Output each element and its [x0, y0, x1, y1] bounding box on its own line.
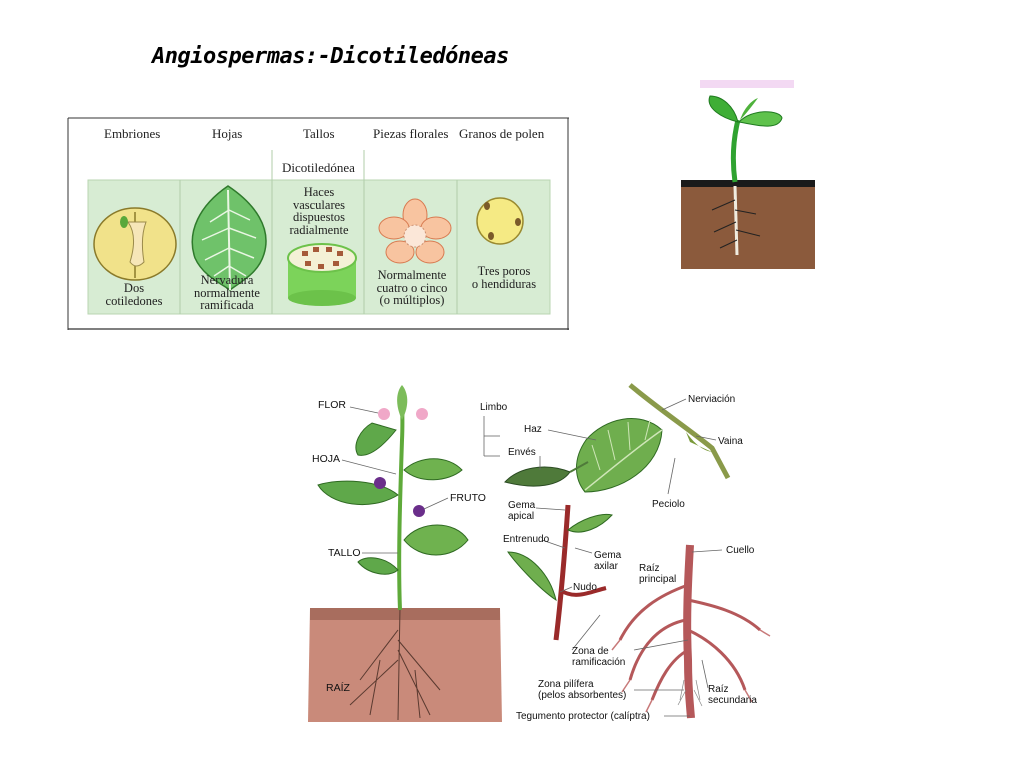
header-tallos: Tallos	[303, 126, 335, 141]
label-zona-pilifera: Zona pilífera (pelos absorbentes)	[538, 679, 627, 701]
cell-embriones: Dos cotiledones	[105, 281, 163, 308]
cell-tallos: Haces vasculares dispuestos radialmente	[289, 185, 349, 237]
label-flor: FLOR	[318, 399, 347, 411]
whole-plant-illustration	[308, 385, 502, 722]
cell-piezas-florales: Normalmente cuatro o cinco (o múltiplos)	[376, 268, 448, 307]
leaf-venation-icon	[191, 185, 267, 291]
pollen-grain-icon	[476, 197, 524, 245]
label-enves: Envés	[508, 447, 536, 458]
leaf-detail-illustration	[483, 383, 731, 495]
seedling-illustration	[681, 80, 815, 269]
header-piezas-florales: Piezas florales	[373, 126, 449, 141]
stem-detail-illustration	[507, 504, 613, 651]
label-raiz-secundaria: Raíz secundaria	[708, 684, 757, 706]
page-title: Angiospermas:-Dicotiledóneas	[152, 44, 509, 69]
root-detail-illustration	[611, 544, 771, 719]
label-raiz: RAÍZ	[326, 682, 350, 694]
subheader-dicotiledonea: Dicotiledónea	[282, 160, 355, 175]
flower-icon	[378, 198, 452, 264]
label-raiz-principal: Raíz principal	[639, 563, 677, 585]
header-hojas: Hojas	[212, 126, 243, 141]
label-gema-apical: Gema apical	[508, 500, 536, 522]
label-haz: Haz	[524, 424, 542, 435]
label-peciolo: Peciolo	[652, 499, 685, 510]
label-nerviacion: Nerviación	[688, 394, 736, 405]
stem-section-icon	[287, 243, 357, 306]
label-gema-axilar: Gema axilar	[594, 550, 622, 572]
label-nudo: Nudo	[573, 582, 597, 593]
label-tallo: TALLO	[328, 547, 361, 559]
label-vaina: Vaina	[718, 436, 743, 447]
label-cuello: Cuello	[726, 545, 755, 556]
label-tegumento: Tegumento protector (calíptra)	[516, 711, 650, 722]
embryo-icon	[93, 207, 177, 281]
cell-granos-de-polen: Tres poros o hendiduras	[471, 264, 537, 291]
label-entrenudo: Entrenudo	[503, 534, 550, 545]
label-fruto: FRUTO	[450, 492, 486, 504]
header-granos-de-polen: Granos de polen	[459, 126, 545, 141]
header-embriones: Embriones	[104, 126, 161, 141]
label-zona-ramificacion: Zona de ramificación	[572, 646, 626, 668]
cell-hojas: Nervadura normalmente ramificada	[194, 273, 260, 312]
label-hoja: HOJA	[312, 453, 341, 465]
label-limbo: Limbo	[480, 402, 508, 413]
